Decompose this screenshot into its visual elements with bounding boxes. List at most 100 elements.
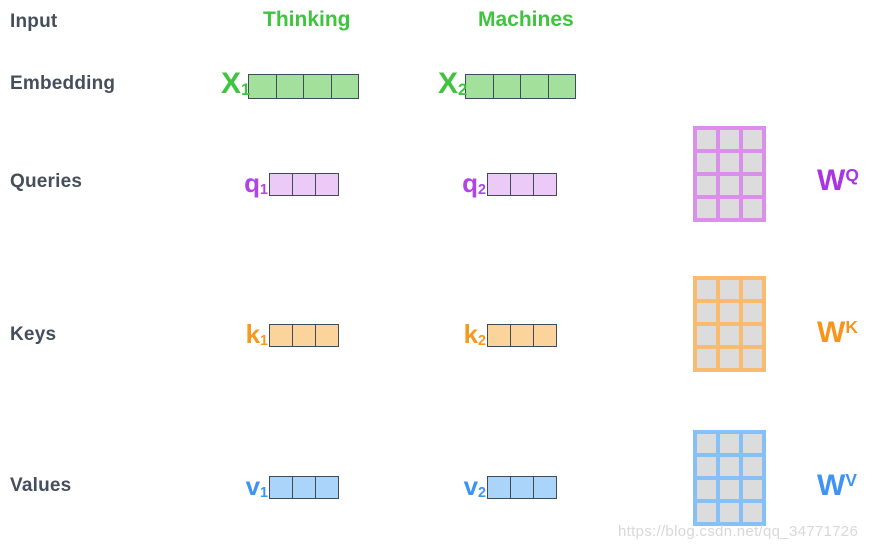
matrix-cell	[720, 434, 739, 453]
wk-weight-matrix	[693, 276, 766, 372]
vector-label-x1: X1	[221, 67, 251, 100]
matrix-cell	[720, 130, 739, 149]
matrix-cell	[743, 349, 762, 368]
matrix-cell	[720, 326, 739, 345]
matrix-cell	[697, 303, 716, 322]
matrix-cell	[743, 280, 762, 299]
matrix-cell	[720, 303, 739, 322]
vector-cell	[533, 174, 556, 195]
vector-label-v1: v1	[245, 471, 268, 501]
row-label-keys: Keys	[10, 324, 57, 345]
matrix-cell	[697, 457, 716, 476]
matrix-cell	[697, 503, 716, 522]
matrix-cell	[743, 457, 762, 476]
matrix-cell	[697, 326, 716, 345]
vector-cells-q1	[269, 173, 339, 196]
vector-cell	[488, 174, 510, 195]
matrix-cell	[720, 349, 739, 368]
matrix-cell	[697, 130, 716, 149]
matrix-cell	[697, 280, 716, 299]
key-vector-k2: k2	[460, 319, 557, 349]
matrix-cell	[720, 199, 739, 218]
vector-cells-x2	[465, 74, 576, 99]
matrix-cell	[697, 199, 716, 218]
matrix-cell	[720, 503, 739, 522]
query-vector-q2: q2	[460, 168, 557, 198]
vector-cell	[520, 75, 548, 98]
matrix-cell	[743, 153, 762, 172]
matrix-cell	[743, 303, 762, 322]
vector-cell	[488, 477, 510, 498]
wv-label: WV	[817, 469, 857, 502]
matrix-cell	[720, 176, 739, 195]
vector-cell	[270, 174, 292, 195]
vector-cell	[510, 477, 533, 498]
embedding-vector-x1: X1	[221, 69, 359, 99]
matrix-cell	[743, 434, 762, 453]
wq-label: WQ	[817, 164, 859, 197]
embedding-vector-x2: X2	[438, 69, 576, 99]
vector-cells-q2	[487, 173, 557, 196]
vector-label-k1: k1	[245, 319, 268, 349]
vector-cell	[466, 75, 493, 98]
vector-label-q1: q1	[244, 168, 268, 198]
matrix-cell	[743, 199, 762, 218]
vector-label-v2: v2	[463, 471, 486, 501]
row-label-values: Values	[10, 475, 72, 496]
wv-weight-matrix	[693, 430, 766, 526]
vector-cell	[292, 325, 315, 346]
vector-cell	[510, 325, 533, 346]
vector-cell	[270, 477, 292, 498]
row-label-input: Input	[10, 11, 58, 32]
vector-cells-k2	[487, 324, 557, 347]
vector-cell	[292, 174, 315, 195]
value-vector-v2: v2	[460, 471, 557, 501]
matrix-cell	[697, 176, 716, 195]
vector-cell	[315, 325, 338, 346]
vector-cell	[330, 75, 358, 98]
vector-cells-k1	[269, 324, 339, 347]
vector-label-q2: q2	[462, 168, 486, 198]
matrix-cell	[743, 503, 762, 522]
vector-label-x2: X2	[438, 67, 468, 100]
vector-cell	[249, 75, 276, 98]
matrix-cell	[720, 457, 739, 476]
matrix-cell	[720, 153, 739, 172]
matrix-cell	[743, 176, 762, 195]
row-label-embedding: Embedding	[10, 73, 116, 94]
vector-cell	[488, 325, 510, 346]
matrix-cell	[743, 130, 762, 149]
vector-cell	[533, 477, 556, 498]
key-vector-k1: k1	[242, 319, 339, 349]
vector-cell	[510, 174, 533, 195]
vector-cell	[275, 75, 303, 98]
matrix-cell	[743, 480, 762, 499]
row-label-queries: Queries	[10, 171, 83, 192]
vector-cells-v1	[269, 476, 339, 499]
token-thinking: Thinking	[263, 8, 351, 31]
query-vector-q1: q1	[242, 168, 339, 198]
matrix-cell	[720, 480, 739, 499]
vector-cell	[315, 174, 338, 195]
matrix-cell	[697, 434, 716, 453]
csdn-watermark: https://blog.csdn.net/qq_34771726	[618, 523, 859, 540]
wk-label: WK	[817, 316, 858, 349]
vector-cell	[492, 75, 520, 98]
matrix-cell	[743, 326, 762, 345]
vector-cell	[270, 325, 292, 346]
matrix-cell	[697, 480, 716, 499]
vector-label-k2: k2	[463, 319, 486, 349]
matrix-cell	[697, 153, 716, 172]
vector-cell	[292, 477, 315, 498]
vector-cell	[303, 75, 331, 98]
value-vector-v1: v1	[242, 471, 339, 501]
vector-cell	[547, 75, 575, 98]
vector-cell	[315, 477, 338, 498]
token-machines: Machines	[478, 8, 574, 31]
vector-cell	[533, 325, 556, 346]
wq-weight-matrix	[693, 126, 766, 222]
vector-cells-x1	[248, 74, 359, 99]
vector-cells-v2	[487, 476, 557, 499]
matrix-cell	[697, 349, 716, 368]
